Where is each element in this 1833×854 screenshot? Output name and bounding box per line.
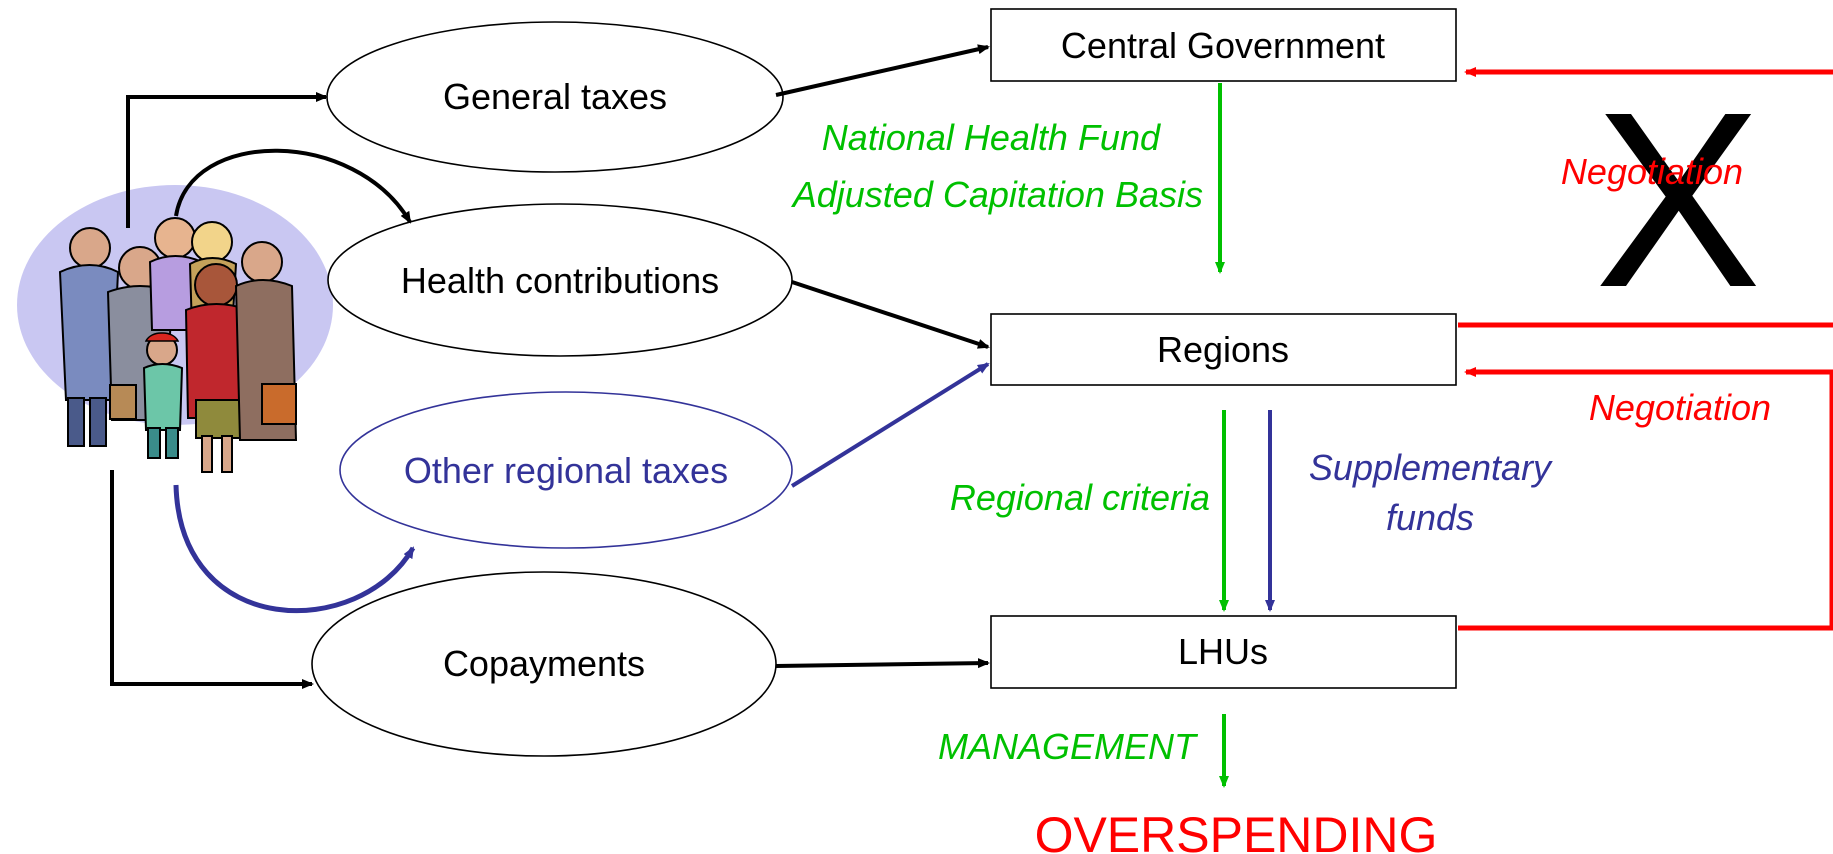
- adjusted-capitation-label: Adjusted Capitation Basis: [791, 174, 1203, 215]
- national-health-fund-label: National Health Fund: [822, 117, 1161, 158]
- box-regions: Regions: [990, 313, 1457, 386]
- people-group-clipart-icon: [17, 185, 333, 473]
- ellipse-copayments: Copayments: [311, 571, 777, 757]
- arrow-general-taxes-central: [775, 44, 990, 97]
- arrow-health-contributions-regions: [791, 280, 990, 349]
- arrow-crowd-copayments: [110, 470, 314, 689]
- other-regional-taxes-label: Other regional taxes: [404, 450, 728, 491]
- arrow-crowd-general-taxes: [126, 92, 328, 228]
- lhus-label: LHUs: [1178, 631, 1268, 672]
- management-label: MANAGEMENT: [938, 726, 1199, 767]
- funds-label: funds: [1386, 497, 1474, 538]
- copayments-label: Copayments: [443, 643, 645, 684]
- arrow-copayments-lhus: [775, 658, 990, 669]
- box-central-government: Central Government: [990, 8, 1457, 82]
- arrow-crowd-health-contributions: [174, 148, 412, 224]
- cross-mark: X: [1595, 60, 1762, 339]
- arrow-negotiation-lhus-regions: [1458, 367, 1833, 631]
- ellipse-health-contributions: Health contributions: [327, 203, 793, 357]
- arrow-other-regional-taxes-regions: [790, 362, 990, 488]
- crowd-to-sources-connectors: [110, 92, 412, 689]
- central-government-label: Central Government: [1061, 25, 1385, 66]
- overspending-label: OVERSPENDING: [1035, 807, 1438, 854]
- regional-criteria-label: Regional criteria: [950, 477, 1210, 518]
- negotiation-bottom-label: Negotiation: [1589, 387, 1771, 428]
- supplementary-label: Supplementary: [1309, 447, 1553, 488]
- box-lhus: LHUs: [990, 615, 1457, 689]
- ellipse-other-regional-taxes: Other regional taxes: [339, 391, 793, 549]
- general-taxes-label: General taxes: [443, 76, 667, 117]
- ellipse-general-taxes: General taxes: [326, 21, 784, 173]
- negotiation-top-label: Negotiation: [1561, 151, 1743, 192]
- arrow-crowd-other-regional-taxes: [173, 484, 416, 614]
- regions-label: Regions: [1157, 329, 1289, 370]
- health-contributions-label: Health contributions: [401, 260, 719, 301]
